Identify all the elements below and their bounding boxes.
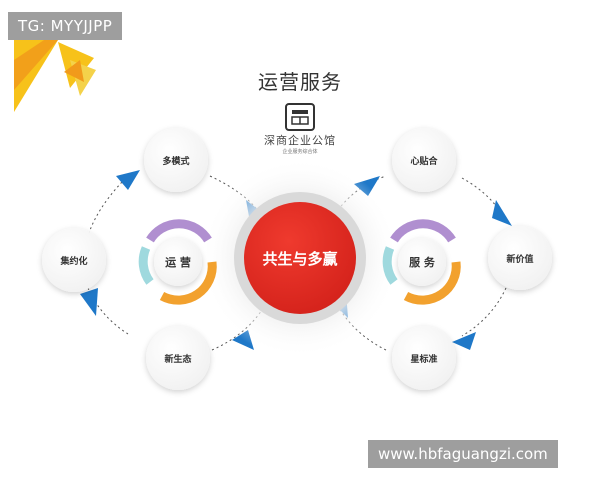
node-label: 心贴合 [410, 155, 438, 167]
watermark-tag: TG: MYYJJPP [8, 12, 123, 40]
arrow-icon [452, 332, 476, 350]
brand-seal-icon [285, 103, 315, 131]
node-label: 星标准 [410, 353, 437, 365]
brand-name: 深商企业公馆 [264, 134, 336, 147]
hub-left-ring [138, 219, 217, 305]
node-circle-right-mid [488, 226, 552, 290]
center-label: 共生与多赢 [262, 250, 337, 268]
node-circle-left-bot [146, 326, 210, 390]
hub-right-ring [382, 219, 461, 305]
node-circle-right-bot [392, 326, 456, 390]
node-label: 多模式 [162, 155, 189, 167]
hub-label-service: 服 务 [409, 255, 436, 269]
center-circle [244, 202, 356, 314]
hub-label-operations: 运 营 [165, 255, 191, 269]
node-label: 新生态 [164, 353, 191, 365]
arrow-icon [116, 170, 140, 190]
node-label: 新价值 [506, 253, 533, 265]
node-circle-right-top [392, 128, 456, 192]
node-label: 集约化 [59, 255, 87, 267]
node-circle-left-top [144, 128, 208, 192]
arrow-icon [492, 200, 512, 226]
corner-logo-icon [14, 40, 96, 112]
node-circle-left-mid [42, 228, 106, 292]
watermark-url: www.hbfaguangzi.com [368, 440, 558, 468]
arrow-icon [80, 288, 98, 316]
brand-subtitle: 企业服务综合体 [282, 149, 318, 155]
page-title: 运营服务 [258, 70, 342, 94]
